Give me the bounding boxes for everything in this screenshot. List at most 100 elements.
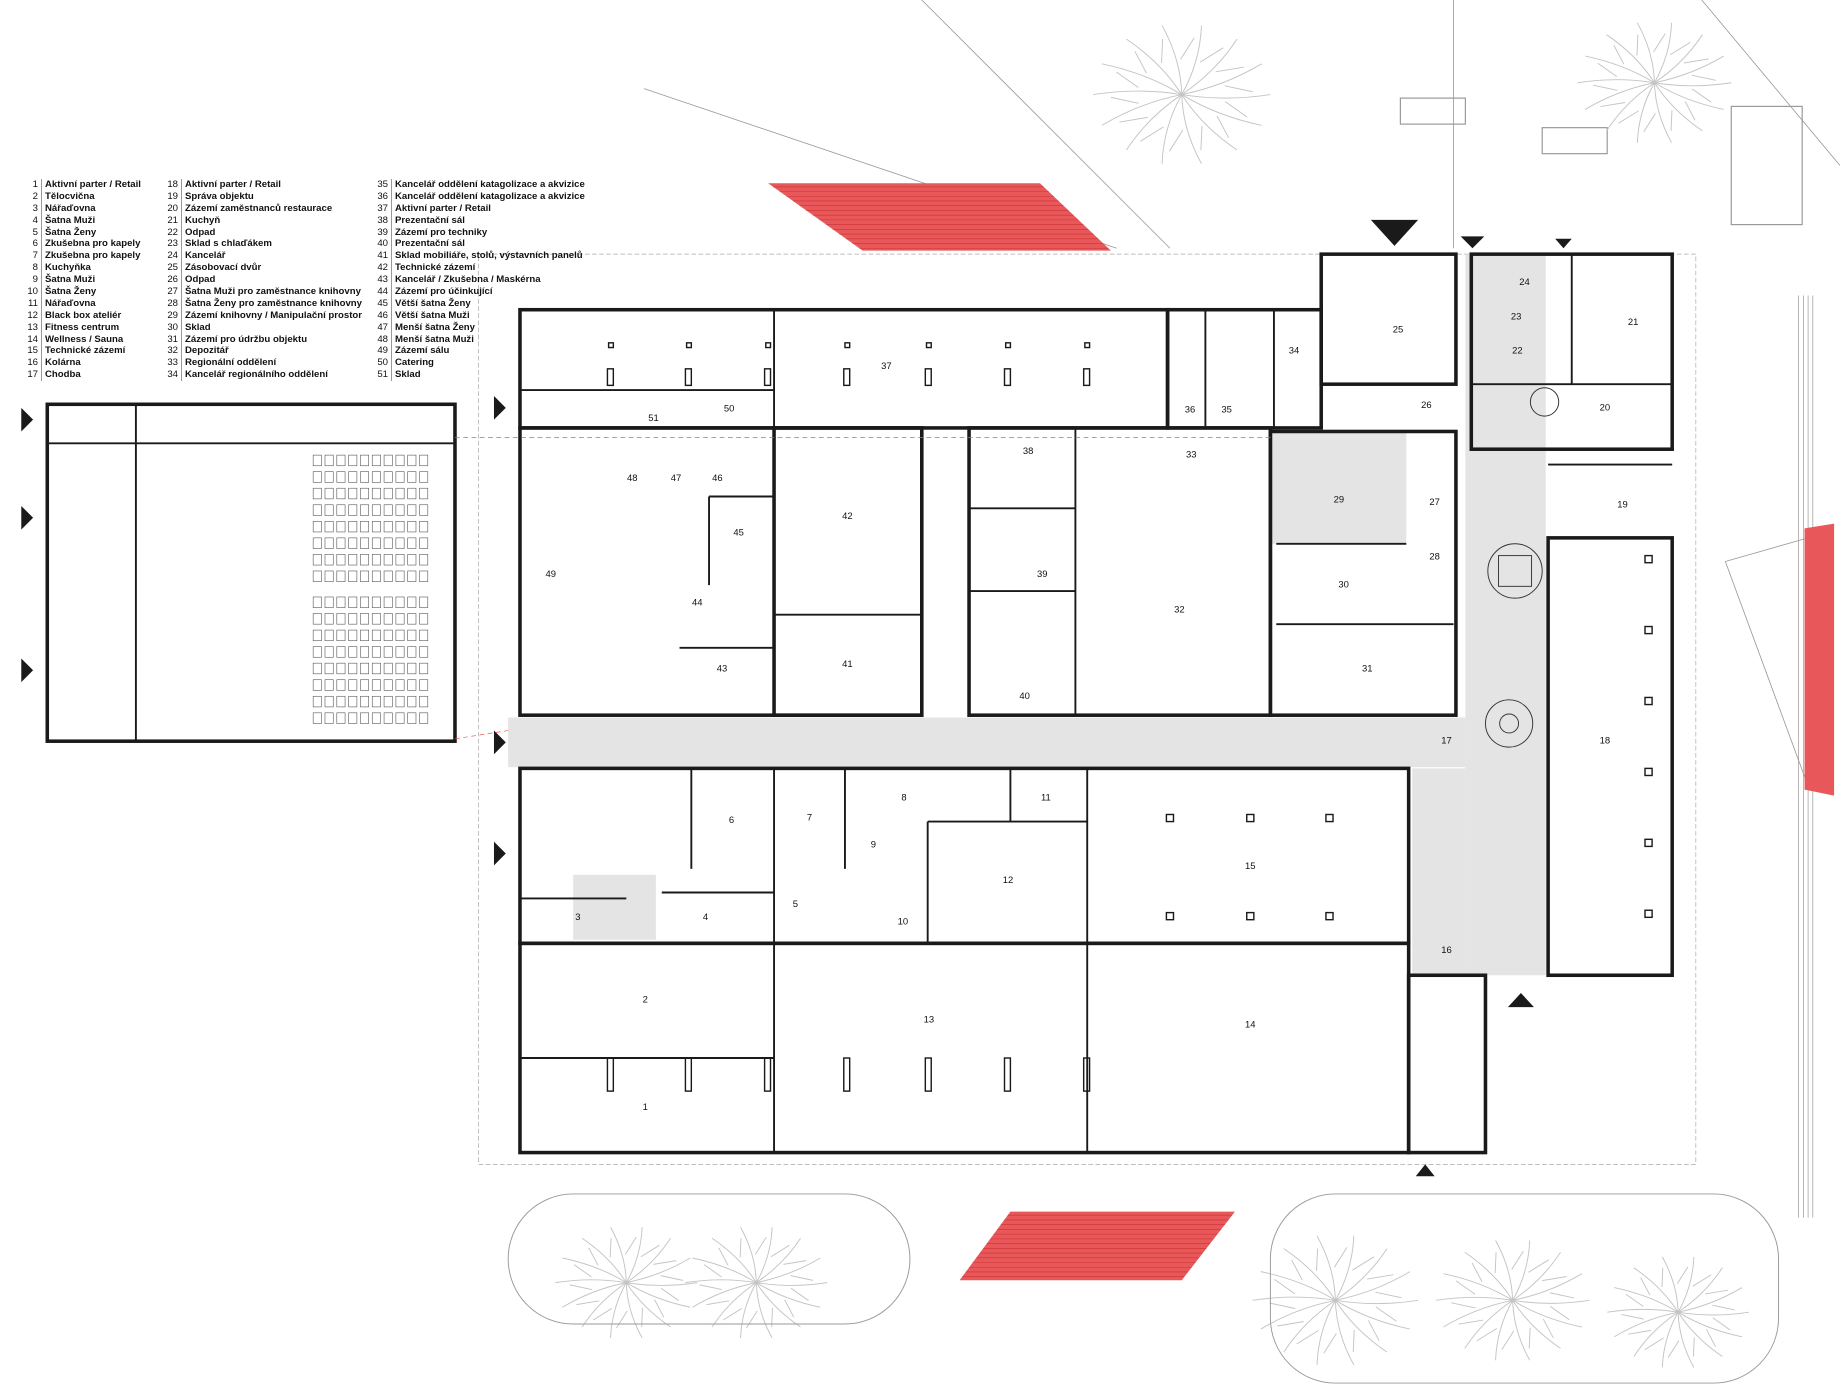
room-label: 8	[901, 792, 906, 803]
walls	[45, 252, 1674, 1155]
column	[1165, 813, 1175, 823]
room-label: 15	[1245, 861, 1255, 872]
legend-item-name: Menší šatna Muži	[395, 333, 474, 345]
tree-branch	[1628, 1311, 1679, 1357]
column	[925, 342, 932, 349]
tree-branch	[1585, 82, 1655, 110]
legend-item-name: Šatna Muži pro zaměstnance knihovny	[185, 286, 361, 298]
column	[606, 368, 615, 387]
tree-branch	[756, 1257, 821, 1284]
tree-branch	[1181, 63, 1262, 96]
legend-item-name: Šatna Ženy pro zaměstnance knihovny	[185, 297, 363, 309]
tree-branch	[1606, 34, 1655, 84]
column	[844, 342, 851, 349]
column	[685, 342, 693, 349]
seat	[407, 454, 417, 467]
legend-item-number: 17	[20, 369, 42, 382]
seat	[312, 712, 322, 724]
tree-branch	[1677, 1256, 1712, 1313]
room-label: 29	[1334, 495, 1344, 506]
room-label: 32	[1174, 604, 1184, 615]
seat	[324, 554, 334, 566]
room-label: 43	[717, 664, 727, 675]
seat	[395, 646, 405, 658]
trees	[507, 22, 1780, 1384]
seat	[324, 537, 334, 549]
room-label: 26	[1421, 400, 1431, 411]
column	[924, 1057, 932, 1092]
column	[1246, 911, 1255, 921]
seat	[348, 504, 358, 516]
seat	[360, 695, 370, 708]
seat	[371, 554, 381, 566]
tree-branch	[576, 1282, 627, 1328]
tree-branch	[1335, 1271, 1411, 1301]
seat	[383, 596, 393, 608]
tree-branch	[1613, 1311, 1679, 1338]
room-label: 18	[1600, 736, 1610, 747]
red-stair-accents	[768, 183, 1835, 1281]
seat	[360, 454, 370, 467]
seat	[360, 504, 370, 516]
room-label: 42	[842, 511, 852, 522]
column	[1082, 368, 1091, 387]
legend-item-name: Technické zázemí	[45, 345, 126, 357]
seat	[395, 554, 405, 566]
legend-item-number: 8	[20, 262, 42, 275]
legend-item-name: Odpad	[185, 274, 216, 286]
seat	[348, 712, 358, 724]
room-label: 33	[1186, 450, 1196, 461]
seat	[360, 570, 370, 582]
tree-branch	[1501, 1300, 1531, 1361]
legend-item-name: Šatna Ženy	[45, 286, 97, 298]
tree-branch	[1277, 1299, 1336, 1353]
legend-item-name: Zkušebna pro kapely	[45, 238, 141, 250]
tree-branch	[746, 1282, 773, 1339]
tree-branch	[1661, 1256, 1689, 1313]
legend-item-name: Regionální oddělení	[185, 357, 277, 369]
room-label: 48	[627, 473, 637, 484]
legend-item-name: Zázemí zaměstnanců restaurace	[185, 202, 333, 214]
column	[1246, 813, 1255, 823]
seat	[419, 596, 429, 608]
seat	[419, 662, 429, 675]
legend-item-name: Black box ateliér	[45, 309, 122, 321]
seat	[360, 554, 370, 566]
legend-item-number: 33	[160, 357, 182, 370]
room-label: 23	[1511, 311, 1521, 322]
seat	[371, 629, 381, 642]
legend-item-name: Kancelář	[185, 250, 226, 262]
legend-item-name: Wellness / Sauna	[45, 333, 124, 345]
seat	[336, 454, 346, 467]
structural-columns	[606, 342, 1653, 1092]
tree-branch	[1654, 55, 1724, 84]
tree-branch	[562, 1247, 627, 1284]
seat	[419, 504, 429, 516]
spiral-stairs	[1484, 387, 1560, 748]
section-line	[454, 730, 509, 740]
seat	[312, 570, 322, 582]
seat	[324, 695, 334, 708]
tree-branch	[626, 1282, 698, 1301]
seat	[371, 596, 381, 608]
tree-branch	[1181, 94, 1271, 118]
legend-item-number: 29	[160, 309, 182, 322]
column	[1325, 813, 1334, 823]
seat	[419, 454, 429, 467]
seat	[407, 554, 417, 566]
seat	[324, 712, 334, 724]
tree-branch	[592, 1282, 627, 1338]
